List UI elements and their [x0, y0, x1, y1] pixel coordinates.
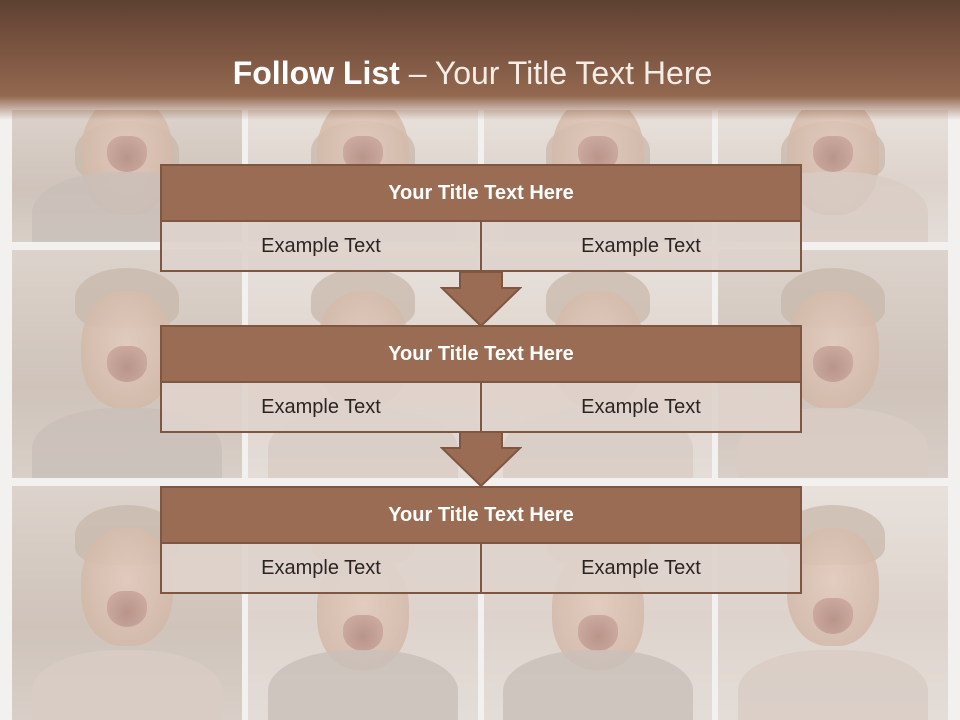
flow-cell-right: Example Text [480, 544, 800, 592]
flow-cell-left: Example Text [162, 222, 480, 270]
title-banner [0, 0, 960, 120]
flow-block-row: Example Text Example Text [160, 383, 802, 433]
photo-tile [718, 250, 948, 478]
flow-block-title: Your Title Text Here [160, 325, 802, 383]
flow-block-title: Your Title Text Here [160, 164, 802, 222]
flow-cell-left: Example Text [162, 383, 480, 431]
slide-title-bold: Follow List [232, 55, 400, 91]
down-arrow-icon [440, 272, 522, 328]
flow-block-row: Example Text Example Text [160, 222, 802, 272]
photo-tile [12, 250, 242, 478]
flow-block-row: Example Text Example Text [160, 544, 802, 594]
flow-cell-right: Example Text [480, 222, 800, 270]
flow-block-3: Your Title Text Here Example Text Exampl… [160, 486, 802, 594]
slide-title-rest: – Your Title Text Here [408, 55, 713, 91]
flow-cell-left: Example Text [162, 544, 480, 592]
flow-block-2: Your Title Text Here Example Text Exampl… [160, 325, 802, 433]
photo-tile [12, 486, 242, 720]
flow-block-1: Your Title Text Here Example Text Exampl… [160, 164, 802, 272]
down-arrow-icon [440, 432, 522, 488]
slide-title: Follow List – Your Title Text Here [0, 55, 945, 92]
flow-block-title: Your Title Text Here [160, 486, 802, 544]
flow-cell-right: Example Text [480, 383, 800, 431]
